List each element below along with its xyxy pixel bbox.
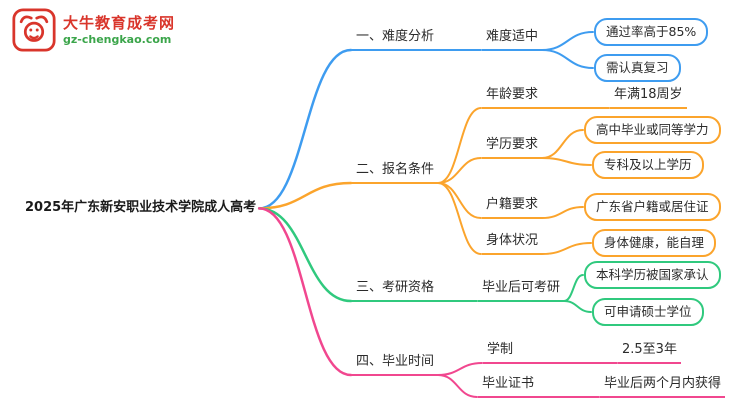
leaf-highschool-or-equivalent: 高中毕业或同等学力 (584, 116, 721, 144)
leaf-duration-years: 2.5至3年 (618, 341, 681, 364)
site-name: 大牛教育成考网 (63, 13, 176, 32)
node-study-duration: 学制 (483, 341, 518, 364)
node-age-requirement: 年龄要求 (482, 86, 543, 109)
branch-postgrad-eligibility: 三、考研资格 (352, 279, 439, 302)
node-difficulty-moderate: 难度适中 (482, 28, 543, 51)
leaf-master-degree-eligible: 可申请硕士学位 (592, 298, 704, 326)
node-household-requirement: 户籍要求 (482, 196, 543, 219)
leaf-degree-state-recognized: 本科学历被国家承认 (584, 261, 721, 289)
leaf-guangdong-residence: 广东省户籍或居住证 (584, 193, 721, 221)
bull-logo-icon (12, 8, 56, 52)
node-health-requirement: 身体状况 (482, 232, 543, 255)
central-topic: 2025年广东新安职业技术学院成人高考 (25, 200, 257, 215)
leaf-diploma-two-months: 毕业后两个月内获得 (600, 375, 726, 398)
branch-difficulty-analysis: 一、难度分析 (352, 28, 439, 51)
leaf-pass-rate: 通过率高于85% (594, 18, 709, 46)
logo-text: 大牛教育成考网 gz-chengkao.com (63, 14, 175, 47)
node-postgrad-after-graduation: 毕业后可考研 (478, 279, 565, 302)
branch-graduation-time: 四、毕业时间 (352, 353, 439, 376)
site-url: gz-chengkao.com (63, 32, 172, 46)
leaf-review-needed: 需认真复习 (594, 54, 681, 82)
leaf-age-18: 年满18周岁 (610, 86, 687, 109)
site-logo: 大牛教育成考网 gz-chengkao.com (12, 8, 175, 52)
leaf-college-or-above: 专科及以上学历 (592, 151, 704, 179)
node-diploma: 毕业证书 (478, 375, 539, 398)
branch-registration-conditions: 二、报名条件 (352, 161, 439, 184)
leaf-health-selfcare: 身体健康，能自理 (592, 229, 717, 257)
node-education-requirement: 学历要求 (482, 136, 543, 159)
